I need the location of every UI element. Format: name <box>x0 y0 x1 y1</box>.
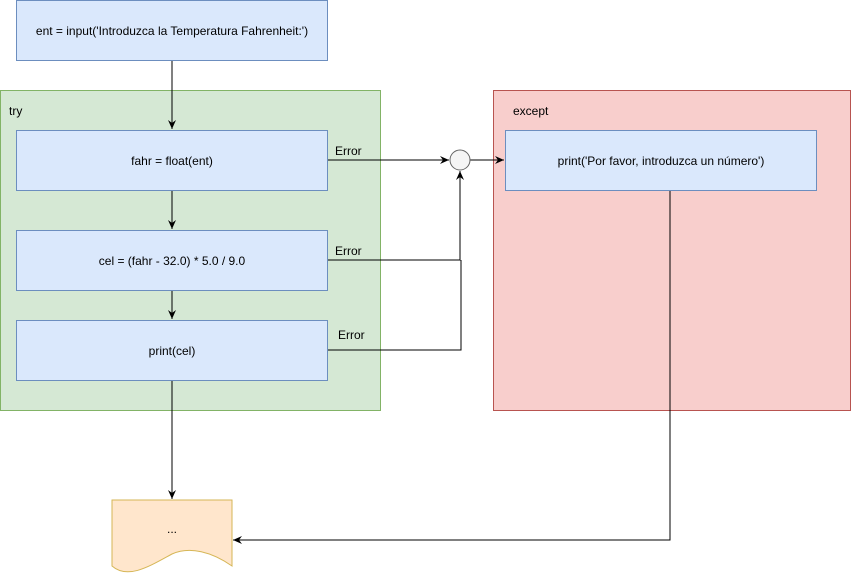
except-label: except <box>513 104 549 118</box>
step-print-cel[interactable]: print(cel) <box>16 320 328 381</box>
step-print-cel-text: print(cel) <box>148 343 196 358</box>
error-label-print: Error <box>338 328 365 342</box>
except-step-print-message[interactable]: print('Por favor, introduzca un número') <box>505 130 817 191</box>
step-fahr-text: fahr = float(ent) <box>131 153 213 168</box>
step-cel[interactable]: cel = (fahr - 32.0) * 5.0 / 9.0 <box>16 230 328 291</box>
step-cel-text: cel = (fahr - 32.0) * 5.0 / 9.0 <box>98 253 246 268</box>
error-label-fahr: Error <box>335 144 362 158</box>
step-fahr[interactable]: fahr = float(ent) <box>16 130 328 191</box>
end-node-text: ... <box>166 522 177 536</box>
try-label: try <box>9 104 23 118</box>
start-node[interactable]: ent = input('Introduzca la Temperatura F… <box>16 0 328 61</box>
error-label-cel: Error <box>335 244 362 258</box>
junction-node[interactable] <box>449 149 471 171</box>
except-step-text: print('Por favor, introduzca un número') <box>557 153 765 168</box>
start-node-text: ent = input('Introduzca la Temperatura F… <box>35 23 309 38</box>
